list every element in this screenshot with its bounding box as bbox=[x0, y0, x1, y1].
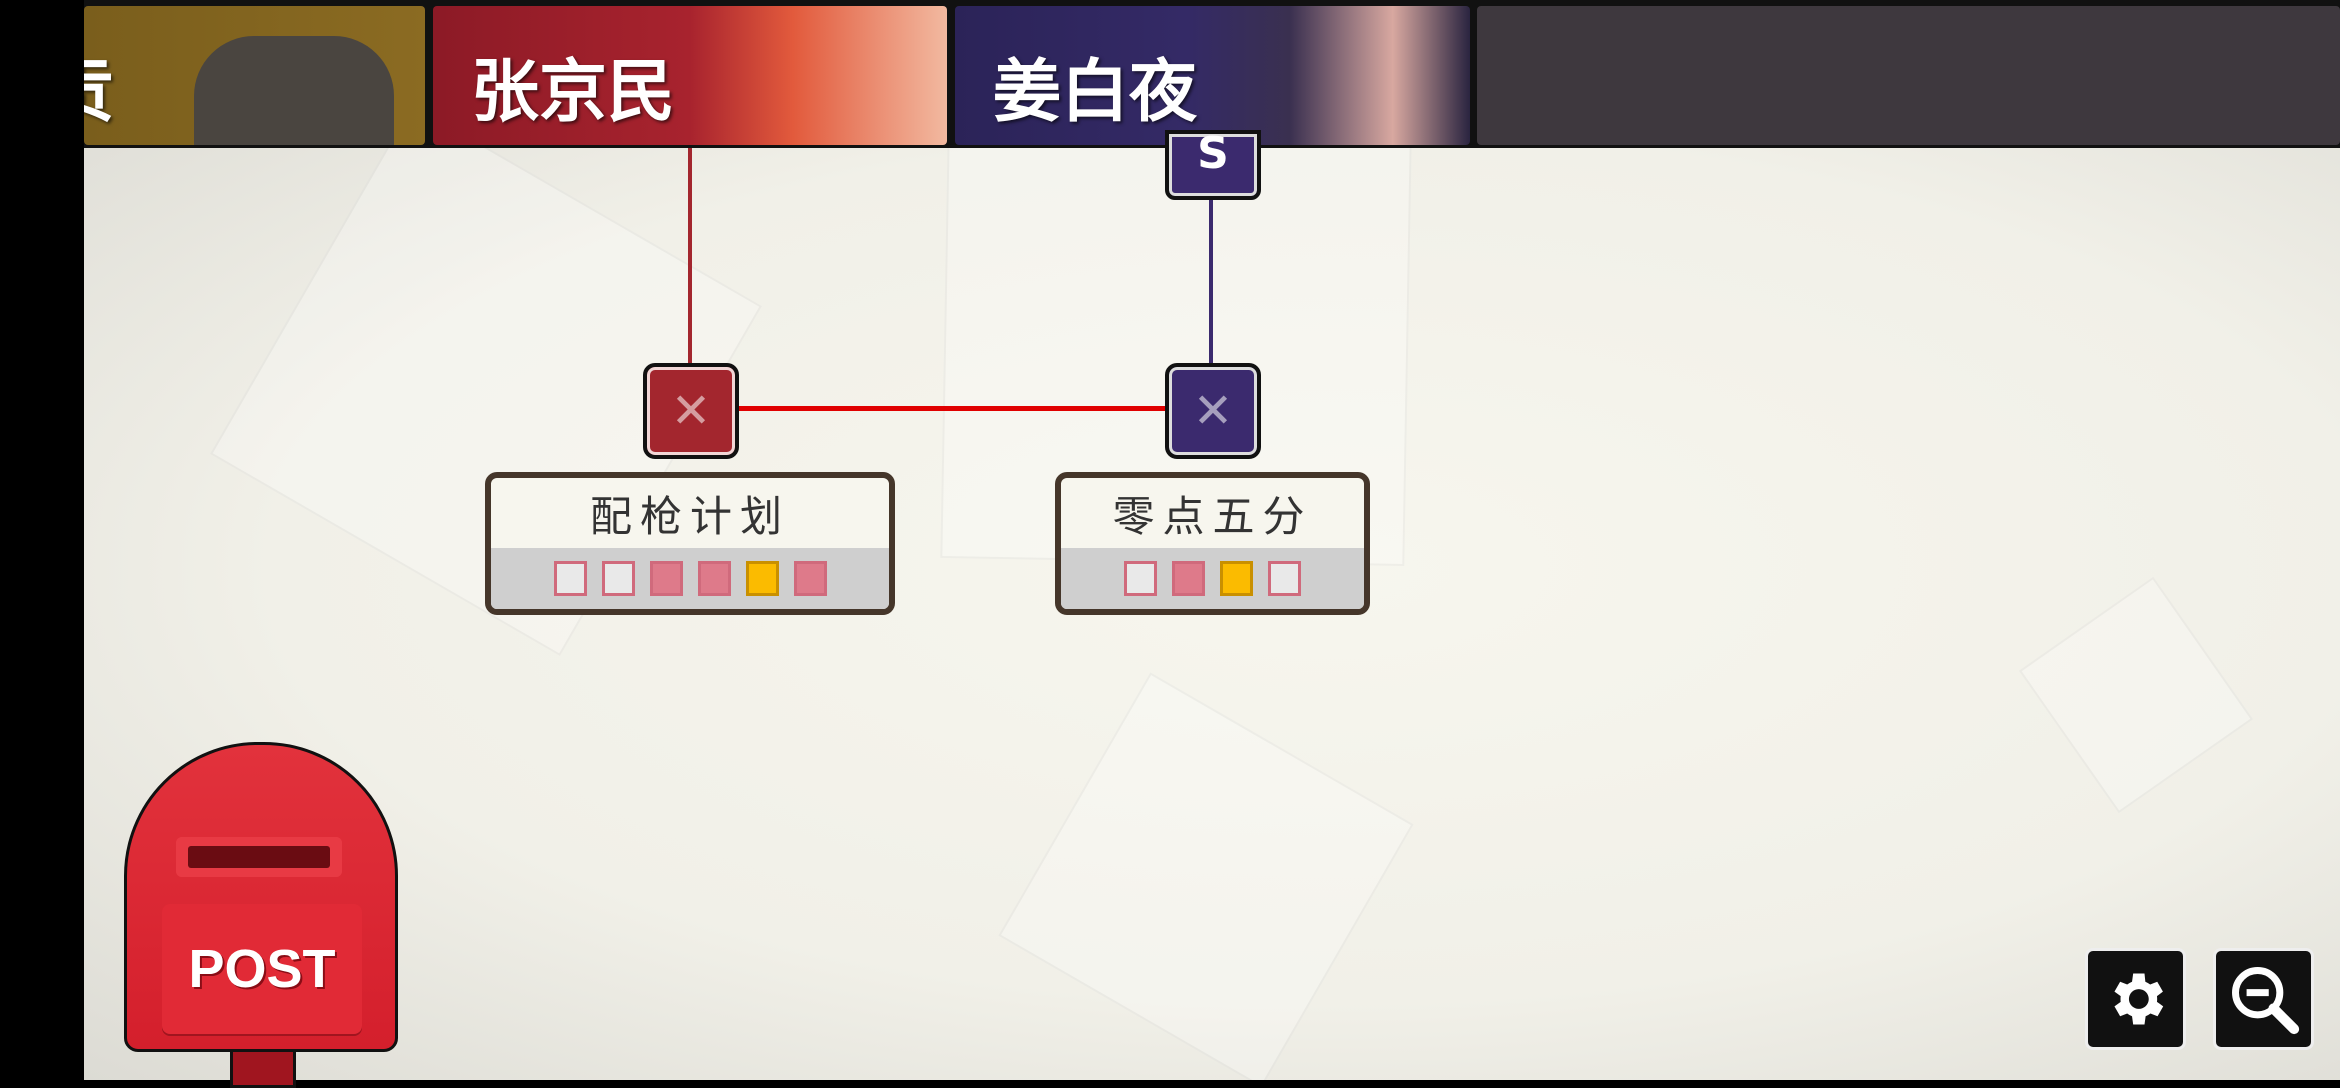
chapter-card-2[interactable]: 零点五分 bbox=[1055, 472, 1370, 615]
progress-slot-empty bbox=[553, 561, 587, 596]
progress-slot-empty bbox=[1124, 561, 1157, 596]
progress-slot-filled bbox=[793, 561, 827, 596]
mailbox-button[interactable]: POST bbox=[124, 742, 398, 1088]
character-tab-3[interactable]: 姜白夜 bbox=[955, 6, 1470, 145]
settings-button[interactable] bbox=[2085, 948, 2186, 1050]
mailbox-label: POST bbox=[188, 939, 336, 999]
background-paper bbox=[2018, 576, 2254, 814]
chapter-title: 零点五分 bbox=[1112, 491, 1313, 541]
progress-slot-gold bbox=[745, 561, 779, 596]
cat-portrait bbox=[194, 36, 394, 145]
progress-slot-filled bbox=[1172, 561, 1205, 596]
progress-slot-filled bbox=[649, 561, 683, 596]
gear-icon bbox=[2113, 973, 2163, 1025]
progress-slot-gold bbox=[1220, 561, 1253, 596]
character-name: 姜白夜 bbox=[993, 53, 1198, 132]
chapter-title: 配枪计划 bbox=[589, 491, 790, 541]
empty-tab bbox=[1477, 6, 2340, 145]
story-line-red bbox=[688, 148, 692, 366]
character-tab-bar: 贡 张京民 姜白夜 bbox=[84, 0, 2340, 148]
character-name: 贡 bbox=[84, 36, 114, 135]
mailbox-slot bbox=[176, 837, 342, 877]
character-tab-1[interactable]: 贡 bbox=[84, 6, 425, 145]
chapter-badge[interactable]: S bbox=[1165, 130, 1261, 200]
progress-slot-empty bbox=[1268, 561, 1301, 596]
zoom-out-icon bbox=[2231, 967, 2299, 1035]
character-name: 张京民 bbox=[471, 53, 676, 132]
chapter-card-1[interactable]: 配枪计划 bbox=[485, 472, 895, 615]
mailbox-door: POST bbox=[162, 904, 362, 1034]
story-node-purple[interactable]: ✕ bbox=[1165, 363, 1261, 459]
story-node-red[interactable]: ✕ bbox=[643, 363, 739, 459]
story-line-purple bbox=[1209, 190, 1213, 366]
cross-icon: ✕ bbox=[1192, 383, 1234, 439]
progress-slot-empty bbox=[601, 561, 635, 596]
character-tab-2[interactable]: 张京民 bbox=[433, 6, 947, 145]
progress-slots bbox=[1061, 548, 1364, 609]
progress-slot-filled bbox=[697, 561, 731, 596]
zoom-out-button[interactable] bbox=[2213, 948, 2314, 1050]
story-link-line bbox=[738, 406, 1168, 411]
progress-slots bbox=[491, 548, 889, 609]
cross-icon: ✕ bbox=[670, 383, 712, 439]
background-paper bbox=[998, 672, 1414, 1080]
badge-text: S bbox=[1197, 130, 1229, 179]
